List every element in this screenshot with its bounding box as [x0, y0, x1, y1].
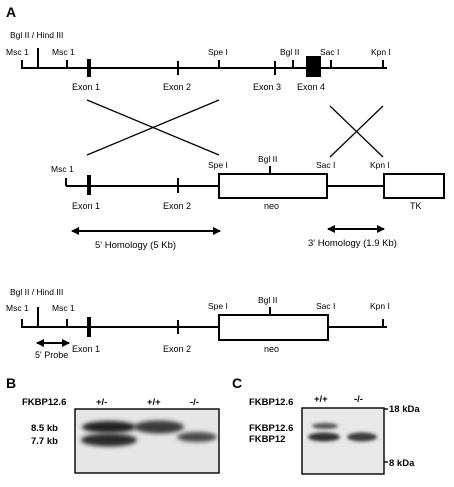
- band-c-lane1-fkbp126: [312, 423, 338, 429]
- recombination-crosses: [86, 99, 384, 158]
- panel-c-marker-8kda: 8 kDa: [389, 458, 415, 469]
- ta-label-sac: Sac I: [316, 301, 335, 311]
- ta-label-bglhind: Bgl II / Hind III: [10, 287, 63, 297]
- panel-b-lane-3: -/-: [190, 397, 199, 408]
- homology-3-label: 3' Homology (1.9 Kb): [308, 238, 397, 249]
- ta-label-exon1: Exon 1: [72, 344, 100, 354]
- targeting-vector-labels: Msc 1 Spe I Bgl II Sac I Kpn I Exon 1 Ex…: [51, 154, 422, 211]
- ta-label-exon2: Exon 2: [163, 344, 191, 354]
- ta-label-msc1: Msc 1: [6, 303, 29, 313]
- wt-label-msc1: Msc 1: [6, 47, 29, 57]
- tv-label-bgl: Bgl II: [258, 154, 277, 164]
- ta-label-msc1b: Msc 1: [52, 303, 75, 313]
- panel-c-band-fkbp126: FKBP12.6: [249, 423, 293, 434]
- wt-label-spe: Spe I: [208, 47, 228, 57]
- tv-label-msc1: Msc 1: [51, 164, 74, 174]
- ta-label-neo: neo: [264, 344, 279, 354]
- panel-c-lane-1: +/+: [314, 394, 328, 405]
- band-c-lane1-fkbp12: [308, 432, 340, 442]
- panel-b-band-7-7kb: 7.7 kb: [31, 436, 58, 447]
- wt-label-exon2: Exon 2: [163, 82, 191, 92]
- panel-c-blot: [301, 407, 385, 475]
- ta-label-spe: Spe I: [208, 301, 228, 311]
- wildtype-allele: [21, 48, 387, 77]
- homology-arrows: [71, 225, 385, 235]
- ta-label-bgl: Bgl II: [258, 295, 277, 305]
- band-c-lane2-fkbp12: [347, 432, 377, 442]
- panel-b-lane-2: +/+: [147, 397, 161, 408]
- panel-c-lane-2: -/-: [354, 394, 363, 405]
- tv-label-exon1: Exon 1: [72, 201, 100, 211]
- panel-c-letter: C: [232, 375, 242, 391]
- wt-label-exon3: Exon 3: [253, 82, 281, 92]
- wt-label-sac: Sac I: [320, 47, 339, 57]
- tv-label-tk: TK: [410, 201, 422, 211]
- panel-c-protein-label: FKBP12.6: [249, 397, 293, 408]
- panel-b: B FKBP12.6 +/- +/+ -/- 8.5 kb 7.7 kb: [6, 375, 220, 474]
- probe-label: 5' Probe: [35, 350, 68, 360]
- wt-label-exon4: Exon 4: [297, 82, 325, 92]
- tv-label-sac: Sac I: [316, 160, 335, 170]
- panel-b-lane-1: +/-: [96, 397, 107, 408]
- tv-label-exon2: Exon 2: [163, 201, 191, 211]
- band-b-lane3: [177, 432, 217, 442]
- band-b-lane2: [134, 420, 184, 434]
- band-b-lane1-upper: [82, 421, 136, 433]
- wt-label-bglhind: Bgl II / Hind III: [10, 30, 63, 40]
- panel-c: C FKBP12.6 +/+ -/- FKBP12.6 FKBP12 18 kD…: [232, 375, 420, 475]
- panel-c-band-fkbp12: FKBP12: [249, 434, 285, 445]
- tv-label-kpn: Kpn I: [370, 160, 390, 170]
- targeting-vector: [65, 166, 445, 199]
- panel-b-letter: B: [6, 375, 16, 391]
- panel-a: A Bgl II / Hind III Msc 1 Msc 1 Spe I Bg…: [6, 4, 445, 360]
- cross-3-line-b: [329, 105, 384, 158]
- cross-5-line-b: [86, 99, 220, 156]
- targeted-allele: [21, 307, 387, 347]
- wt-exon-4: [306, 56, 321, 77]
- panel-c-marker-18kda: 18 kDa: [389, 404, 420, 415]
- homology-5-label: 5' Homology (5 Kb): [95, 240, 176, 251]
- tv-label-spe: Spe I: [208, 160, 228, 170]
- panel-c-bands: [308, 423, 377, 442]
- wildtype-labels: Bgl II / Hind III Msc 1 Msc 1 Spe I Bgl …: [6, 30, 391, 92]
- band-b-lane1-lower: [81, 433, 137, 447]
- panel-a-letter: A: [6, 4, 16, 20]
- panel-b-bands: [81, 420, 217, 447]
- tv-label-neo: neo: [264, 201, 279, 211]
- wt-label-exon1: Exon 1: [72, 82, 100, 92]
- wt-label-bgl: Bgl II: [280, 47, 299, 57]
- wt-label-kpn: Kpn I: [371, 47, 391, 57]
- wt-label-msc1b: Msc 1: [52, 47, 75, 57]
- panel-b-protein-label: FKBP12.6: [22, 397, 66, 408]
- ta-neo-box: [218, 314, 329, 341]
- ta-label-kpn: Kpn I: [370, 301, 390, 311]
- panel-b-band-8-5kb: 8.5 kb: [31, 423, 58, 434]
- targeted-allele-labels: Bgl II / Hind III Msc 1 Msc 1 Spe I Bgl …: [6, 287, 390, 360]
- tv-tk-box: [383, 173, 445, 199]
- tv-neo-box: [218, 173, 328, 199]
